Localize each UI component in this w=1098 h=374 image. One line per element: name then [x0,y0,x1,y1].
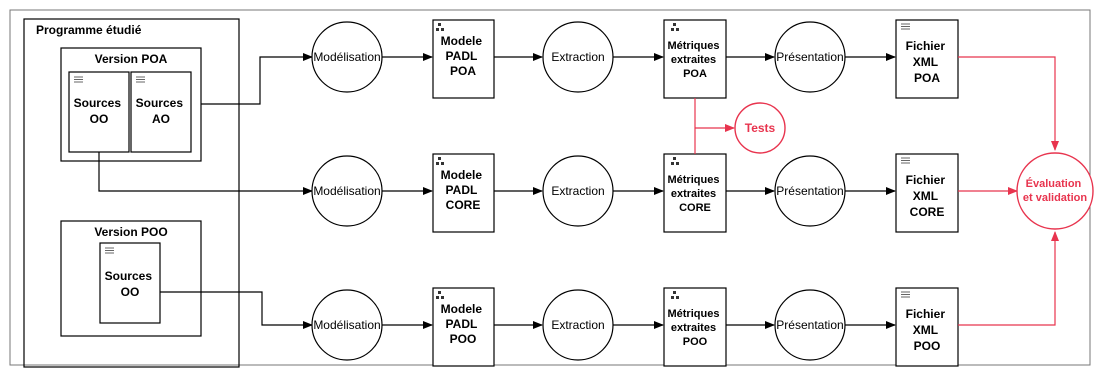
presentation-label: Présentation [776,50,843,64]
row-poa: Modélisation Modele PADL POA Extraction … [311,19,959,99]
xml-file-box [895,19,959,99]
model-box [432,19,495,99]
poo-group [60,220,202,337]
xml-file-label: Fichier XML POA [906,39,949,85]
connector-poo-to-modelisation-3 [160,291,313,329]
model-label: Modele PADL CORE [441,168,486,212]
poo-sources-oo-label: Sources OO [105,269,156,299]
document-icon [136,76,145,83]
modelisation-label: Modélisation [313,318,380,332]
metrics-icon [671,157,679,165]
poa-sources-ao-box [130,71,192,153]
metrics-icon [671,23,679,31]
tests-label: Tests [745,121,776,135]
tests-node [734,102,786,154]
presentation-label: Présentation [776,318,843,332]
row-core: Modélisation Modele PADL CORE Extraction… [311,153,959,233]
poo-sources-oo-box [99,242,161,324]
model-icon [436,291,444,299]
model-box [432,287,495,367]
metrics-label: Métriques extraites POA [667,40,722,80]
model-label: Modele PADL POA [441,34,486,78]
connector-oo-to-modelisation-2 [98,152,313,195]
model-label: Modele PADL POO [441,302,486,346]
document-icon [901,23,910,30]
extraction-label: Extraction [551,318,604,332]
document-icon [901,157,910,164]
poa-sources-oo-label: Sources OO [74,96,125,126]
modelisation-label: Modélisation [313,184,380,198]
metrics-label: Métriques extraites POO [667,308,722,348]
xml-file-label: Fichier XML CORE [906,173,949,219]
poa-sources-oo-box [68,71,130,153]
xml-poa-to-evaluation [958,56,1059,151]
poa-group-title: Version POA [95,52,168,66]
model-icon [436,23,444,31]
document-icon [74,76,83,83]
extraction-label: Extraction [551,184,604,198]
extraction-label: Extraction [551,50,604,64]
presentation-label: Présentation [776,184,843,198]
connector-poa-to-modelisation-1 [201,53,313,105]
evaluation-label: Évaluation et validation [1023,177,1087,204]
metrics-label: Métriques extraites CORE [667,174,722,214]
program-title: Programme étudié [36,23,142,37]
model-icon [436,157,444,165]
program-container [23,18,240,368]
xml-file-box [895,287,959,367]
modelisation-label: Modélisation [313,50,380,64]
metrics-box [663,287,727,367]
document-icon [901,291,910,298]
poo-group-title: Version POO [94,225,167,239]
metrics-box [663,19,727,99]
xml-file-box [895,153,959,233]
row-poo: Modélisation Modele PADL POO Extraction … [311,287,959,367]
evaluation-node [1016,152,1094,230]
model-box [432,153,495,233]
poa-sources-ao-label: Sources AO [136,96,187,126]
xml-file-label: Fichier XML POO [906,307,949,353]
metrics-icon [671,291,679,299]
xml-poo-to-evaluation [958,231,1059,326]
document-icon [105,247,114,254]
